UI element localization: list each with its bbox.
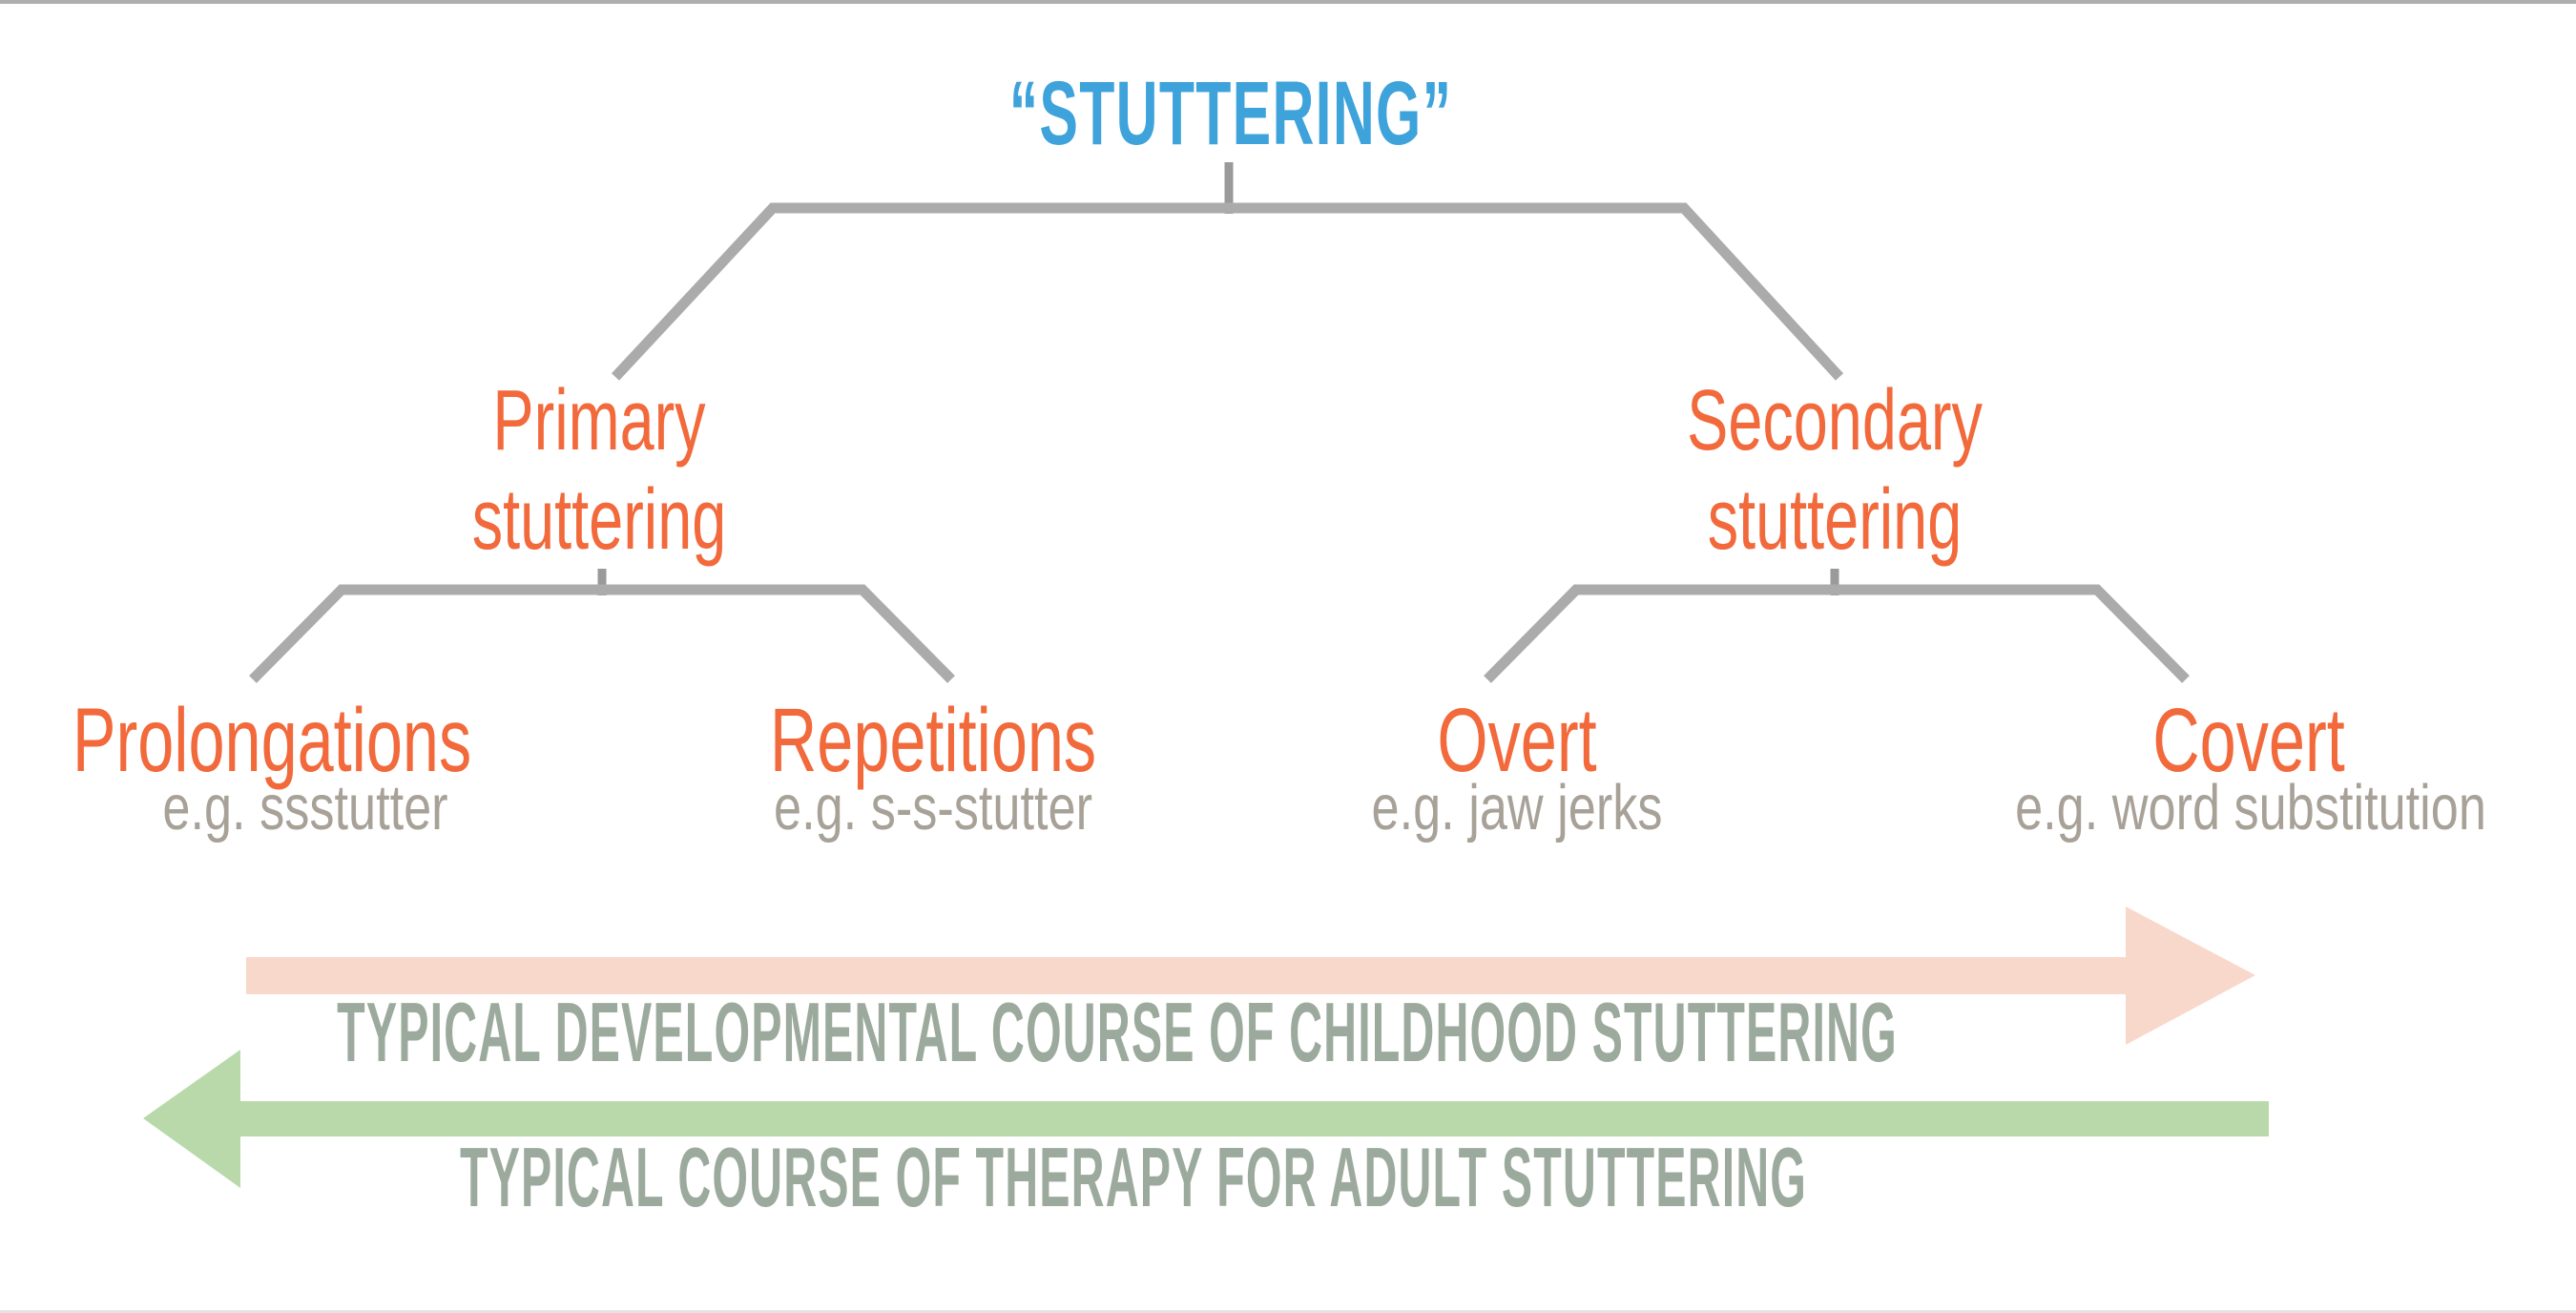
left-arrow-shape — [143, 1050, 2269, 1188]
secondary-node-line1: Secondary — [1687, 373, 1983, 469]
primary-stuttering-node: Primary stuttering — [472, 372, 727, 570]
covert-example: e.g. word substitution — [2015, 772, 2486, 844]
primary-children-connector — [249, 584, 955, 683]
secondary-stuttering-node: Secondary stuttering — [1687, 372, 1983, 570]
adult-therapy-caption: TYPICAL COURSE OF THERAPY FOR ADULT STUT… — [459, 1130, 1808, 1224]
repetitions-node: Repetitions — [769, 690, 1097, 791]
root-branch-connector — [611, 202, 1844, 381]
primary-node-line1: Primary — [492, 373, 706, 469]
covert-node: Covert — [2152, 690, 2345, 791]
secondary-node-line2: stuttering — [1707, 471, 1963, 568]
bottom-border-line — [0, 1310, 2576, 1313]
childhood-course-caption: TYPICAL DEVELOPMENTAL COURSE OF CHILDHOO… — [337, 985, 1898, 1079]
prolongations-node: Prolongations — [72, 690, 472, 791]
primary-node-line2: stuttering — [471, 471, 727, 568]
top-border-line — [0, 0, 2576, 4]
right-arrow-shape — [246, 907, 2255, 1045]
repetitions-example: e.g. s-s-stutter — [774, 772, 1092, 844]
prolongations-example: e.g. ssstutter — [162, 772, 448, 844]
secondary-children-connector — [1484, 584, 2190, 683]
overt-node: Overt — [1437, 690, 1597, 791]
overt-example: e.g. jaw jerks — [1371, 772, 1663, 844]
root-node-title: “STUTTERING” — [1008, 63, 1453, 164]
